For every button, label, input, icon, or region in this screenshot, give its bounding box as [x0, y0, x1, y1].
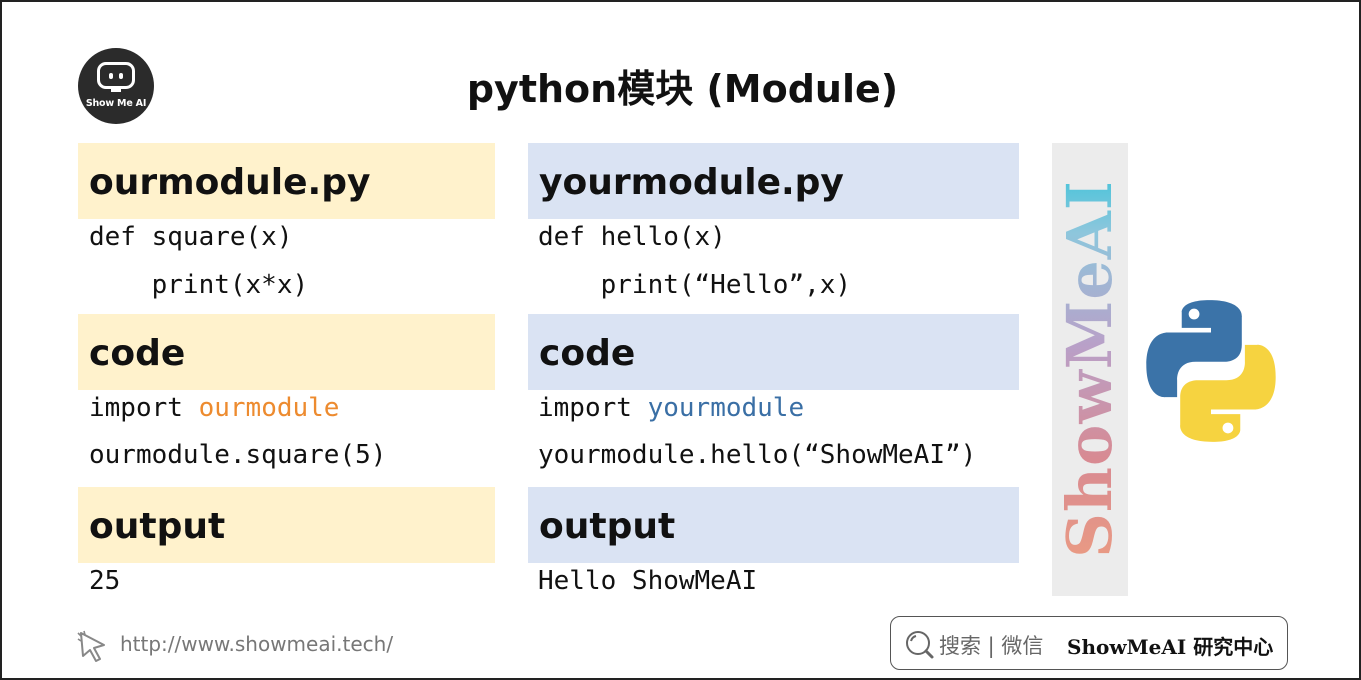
robot-face-icon [97, 62, 135, 89]
pointer-cursor-icon [77, 630, 105, 662]
search-icon [906, 631, 934, 659]
left-file-line-2: print(x*x) [89, 270, 309, 300]
right-code-header: code [528, 314, 1019, 390]
left-file-line-1: def square(x) [89, 222, 293, 252]
left-code-import: import ourmodule [89, 393, 339, 423]
search-text: 搜索 | 微信 [939, 634, 1044, 658]
brand-vertical-text: ShowMeAI [1052, 143, 1128, 596]
right-code-import: import yourmodule [538, 393, 804, 423]
python-logo-icon [1146, 300, 1276, 442]
right-file-line-1: def hello(x) [538, 222, 726, 252]
brand-strip: ShowMeAI [1052, 143, 1128, 596]
showmeai-logo: Show Me AI [78, 48, 154, 124]
right-output-value: Hello ShowMeAI [538, 566, 758, 596]
search-badge: 搜索 | 微信 ShowMeAI 研究中心 [890, 616, 1288, 670]
logo-text: Show Me AI [85, 98, 147, 109]
page-title: python模块 (Module) [466, 67, 899, 111]
left-code-header: code [78, 314, 495, 390]
left-module-name: ourmodule [198, 393, 340, 423]
search-brand: ShowMeAI 研究中心 [1067, 635, 1274, 659]
right-module-name: yourmodule [647, 393, 805, 423]
import-keyword: import [538, 393, 648, 423]
left-file-header: ourmodule.py [78, 143, 495, 219]
import-keyword: import [89, 393, 199, 423]
left-output-value: 25 [89, 566, 121, 596]
left-code-call: ourmodule.square(5) [89, 440, 387, 470]
left-output-header: output [78, 487, 495, 563]
right-output-header: output [528, 487, 1019, 563]
website-url[interactable]: http://www.showmeai.tech/ [120, 632, 394, 656]
right-file-header: yourmodule.py [528, 143, 1019, 219]
right-file-line-2: print(“Hello”,x) [538, 270, 852, 300]
right-code-call: yourmodule.hello(“ShowMeAI”) [538, 440, 977, 470]
